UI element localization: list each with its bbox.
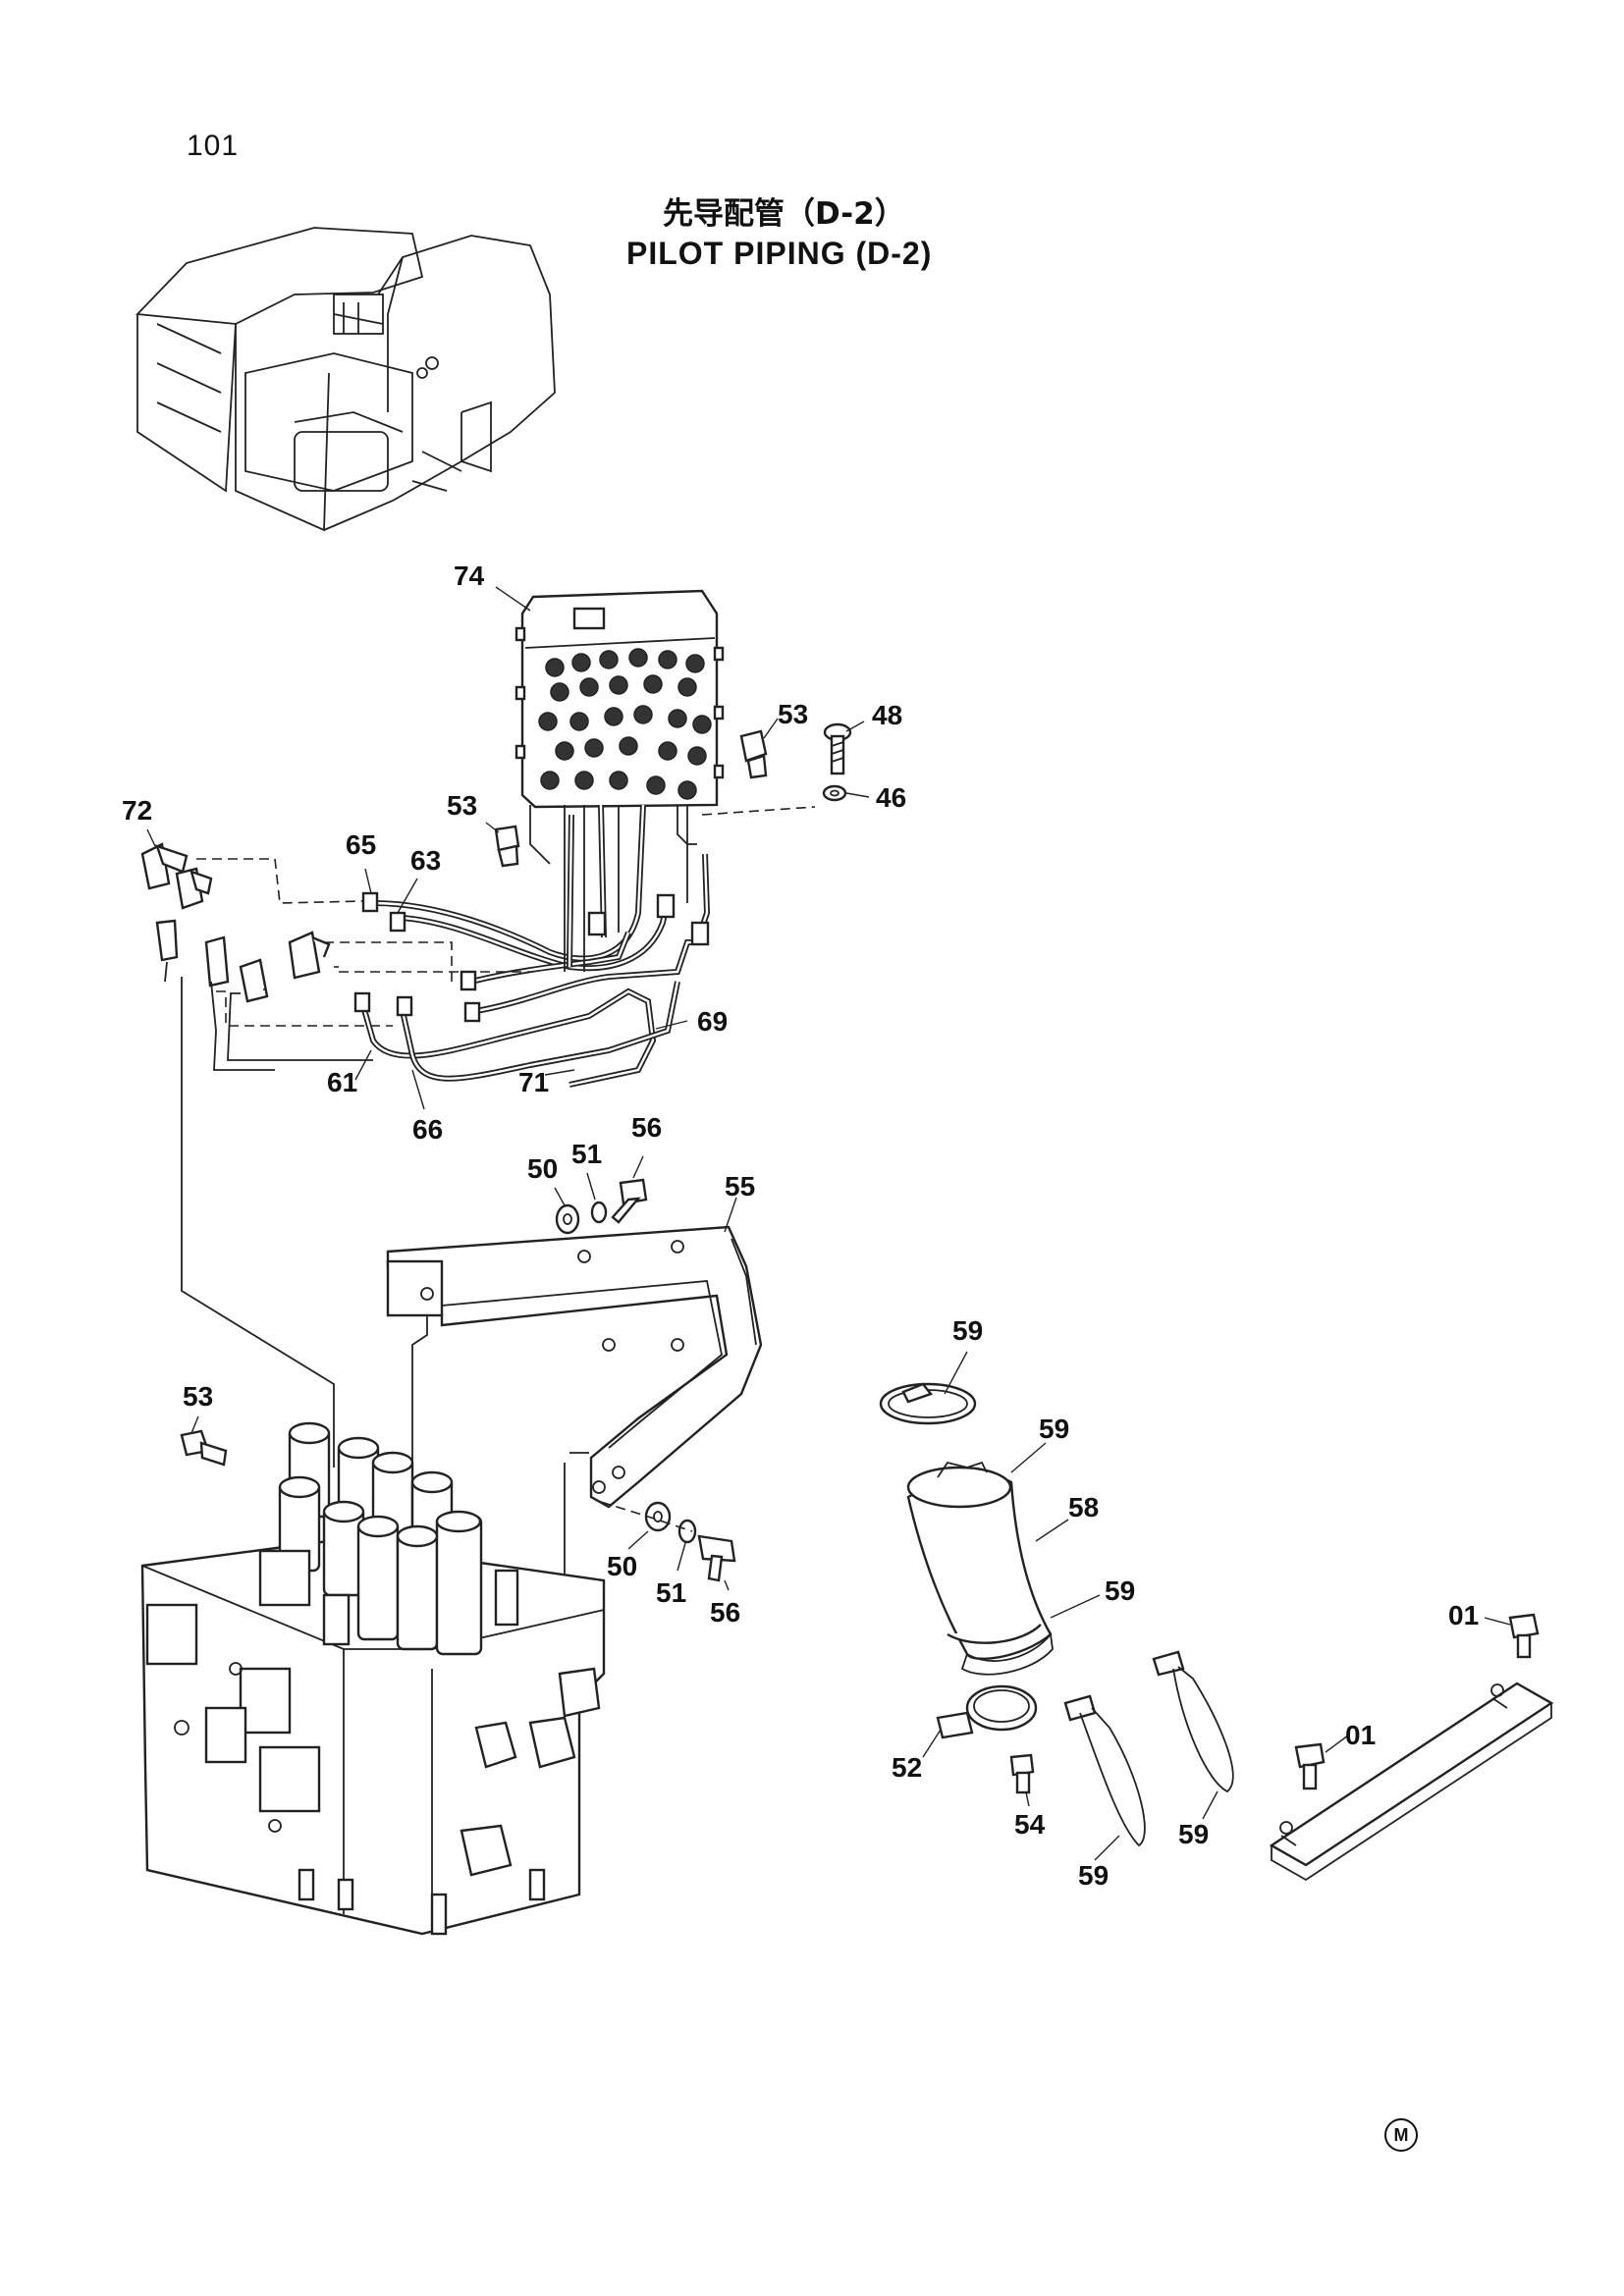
callout-72: 72 bbox=[122, 795, 152, 826]
fitting-53-left bbox=[494, 825, 520, 868]
fitting-53-valve bbox=[180, 1429, 228, 1467]
bolt-01-left bbox=[1294, 1742, 1326, 1790]
bolt-48 bbox=[823, 722, 852, 775]
mounting-plate bbox=[1269, 1682, 1554, 1882]
callout-48: 48 bbox=[872, 700, 902, 730]
callout-69: 69 bbox=[697, 1006, 728, 1037]
excavator-locator-illustration bbox=[135, 227, 556, 532]
band-52 bbox=[936, 1684, 1038, 1739]
hose-58 bbox=[906, 1461, 1054, 1676]
pilot-pipe-bundle bbox=[353, 804, 711, 1088]
callout-53: 53 bbox=[183, 1381, 213, 1412]
connection-dashed-lines bbox=[164, 806, 816, 1468]
callout-58: 58 bbox=[1068, 1492, 1099, 1522]
callout-71: 71 bbox=[518, 1067, 549, 1097]
cable-tie-59-right bbox=[1152, 1650, 1234, 1793]
washer-51-lower bbox=[677, 1519, 697, 1544]
title-english: PILOT PIPING (D-2) bbox=[626, 236, 933, 271]
cable-tie-59-left bbox=[1063, 1694, 1146, 1847]
title-japanese: 先导配管（D-2） bbox=[663, 196, 905, 232]
callout-59: 59 bbox=[1105, 1575, 1135, 1606]
washer-50-upper bbox=[555, 1203, 580, 1235]
callout-59: 59 bbox=[1039, 1414, 1069, 1444]
callout-50: 50 bbox=[607, 1551, 637, 1581]
callout-01: 01 bbox=[1345, 1720, 1376, 1750]
washer-51-upper bbox=[590, 1201, 608, 1224]
elbow-fittings-72 bbox=[140, 842, 331, 1003]
bracket-55 bbox=[386, 1225, 763, 1580]
bolt-56-lower bbox=[697, 1534, 736, 1582]
fitting-53-right bbox=[739, 729, 768, 779]
pilot-manifold-block bbox=[514, 589, 725, 809]
callout-55: 55 bbox=[725, 1171, 755, 1201]
callout-56: 56 bbox=[631, 1112, 662, 1143]
callout-65: 65 bbox=[346, 829, 376, 860]
callout-61: 61 bbox=[327, 1067, 357, 1097]
callout-54: 54 bbox=[1014, 1809, 1046, 1840]
callout-01: 01 bbox=[1448, 1600, 1479, 1630]
callout-59: 59 bbox=[1078, 1860, 1109, 1891]
callout-63: 63 bbox=[410, 845, 441, 876]
callout-59: 59 bbox=[1178, 1819, 1209, 1849]
bolt-56-upper bbox=[611, 1178, 648, 1224]
washer-46 bbox=[822, 784, 847, 802]
leader-lines bbox=[146, 586, 1511, 1861]
hose-clamp-59-upper bbox=[879, 1382, 977, 1425]
callout-51: 51 bbox=[656, 1577, 686, 1608]
callout-52: 52 bbox=[892, 1752, 922, 1783]
callout-56: 56 bbox=[710, 1597, 740, 1628]
bolt-54 bbox=[1009, 1753, 1035, 1794]
hose-clamp-59-lower bbox=[947, 1624, 1042, 1644]
bolt-01-right bbox=[1508, 1613, 1540, 1659]
callout-labels: 74 53 48 46 72 65 63 53 69 61 71 66 50 5… bbox=[122, 561, 1479, 1891]
callout-53: 53 bbox=[447, 790, 477, 821]
manufacturer-mark: M bbox=[1384, 2118, 1418, 2152]
callout-53: 53 bbox=[778, 699, 808, 729]
page-number: 101 bbox=[187, 130, 240, 162]
callout-66: 66 bbox=[412, 1114, 443, 1145]
callout-46: 46 bbox=[876, 782, 906, 813]
callout-50: 50 bbox=[527, 1153, 558, 1184]
callout-74: 74 bbox=[454, 561, 485, 591]
callout-51: 51 bbox=[571, 1139, 602, 1169]
callout-59: 59 bbox=[952, 1315, 983, 1346]
control-valve-assembly bbox=[140, 1421, 606, 1936]
